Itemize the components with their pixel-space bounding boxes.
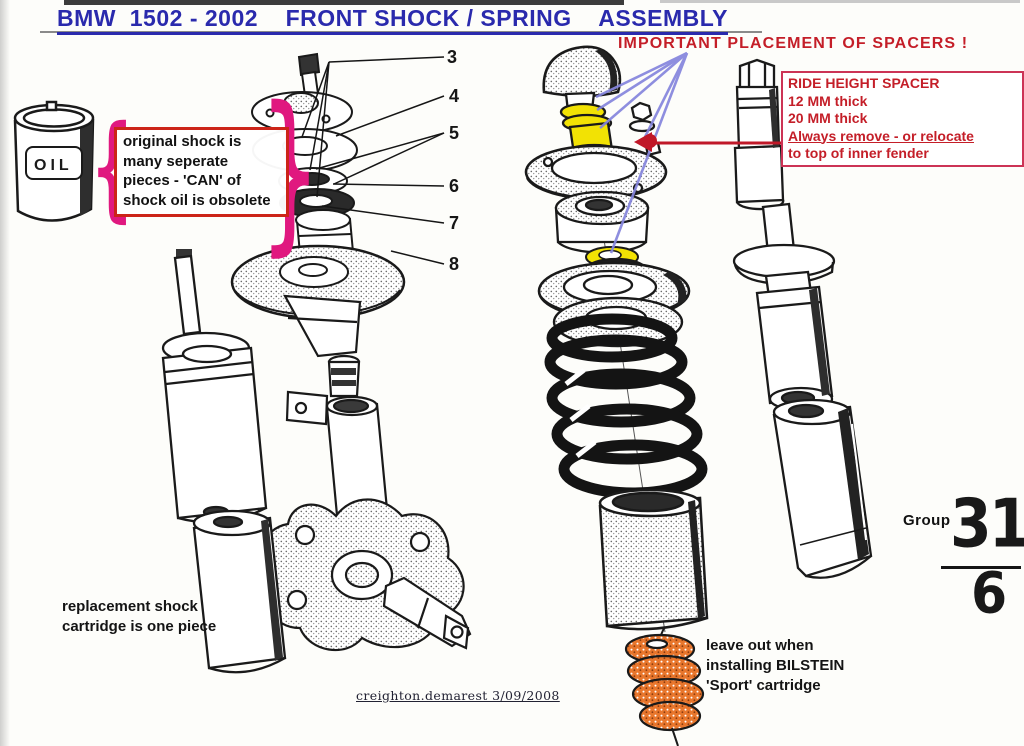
center-exploded-stack <box>524 45 691 633</box>
callout-5: 5 <box>449 123 460 143</box>
scan-edge-strip <box>64 0 624 5</box>
replacement-cartridge <box>161 249 287 674</box>
right-cartridge-exploded <box>732 58 873 579</box>
spacers-heading: IMPORTANT PLACEMENT OF SPACERS ! <box>618 35 969 52</box>
original-shock-note: original shock is many seperate pieces -… <box>114 127 289 217</box>
ride-height-note: RIDE HEIGHT SPACER 12 MM thick 20 MM thi… <box>781 71 1024 167</box>
signature: creighton.demarest 3/09/2008 <box>356 688 560 703</box>
bilstein-note: leave out when installing BILSTEIN 'Spor… <box>706 636 844 696</box>
callout-7: 7 <box>449 213 460 233</box>
ride-height-title: RIDE HEIGHT SPACER <box>788 75 940 91</box>
strut-top-exploded <box>230 52 406 320</box>
oil-can: OIL <box>13 100 95 222</box>
oil-can-label: OIL <box>34 157 73 174</box>
strut-housing-knuckle <box>260 294 472 652</box>
bilstein-note-line3: 'Sport' cartridge <box>706 677 821 694</box>
group-divider-line <box>941 566 1021 569</box>
protection-tube <box>598 488 709 631</box>
page-title: BMW 1502 - 2002 FRONT SHOCK / SPRING ASS… <box>57 5 728 35</box>
ride-height-thickness-2: 20 MM thick <box>788 110 868 126</box>
ride-height-remove-line-2: to top of inner fender <box>788 145 929 161</box>
coil-spring <box>544 313 708 499</box>
callout-6: 6 <box>449 176 460 196</box>
callout-3: 3 <box>447 47 458 67</box>
callout-leader-lines <box>301 56 445 265</box>
replacement-note: replacement shock cartridge is one piece <box>62 597 216 637</box>
bilstein-note-line1: leave out when <box>706 637 814 654</box>
callout-8: 8 <box>449 254 460 274</box>
ride-height-remove-line: Always remove - or relocate <box>788 127 974 144</box>
callout-4: 4 <box>449 86 460 106</box>
scan-edge-strip-light <box>660 0 1020 3</box>
spacer-pointer-lines <box>595 51 689 254</box>
bump-stop <box>624 627 705 746</box>
replacement-note-line2: cartridge is one piece <box>62 618 217 635</box>
bilstein-note-line2: installing BILSTEIN <box>706 657 845 674</box>
ride-height-pointer <box>634 132 782 152</box>
group-label: Group <box>903 512 951 529</box>
group-number: 31 <box>950 484 1024 564</box>
ride-height-thickness-1: 12 MM thick <box>788 92 868 109</box>
group-subnumber: 6 <box>971 561 1008 627</box>
replacement-note-line1: replacement shock <box>62 598 198 615</box>
